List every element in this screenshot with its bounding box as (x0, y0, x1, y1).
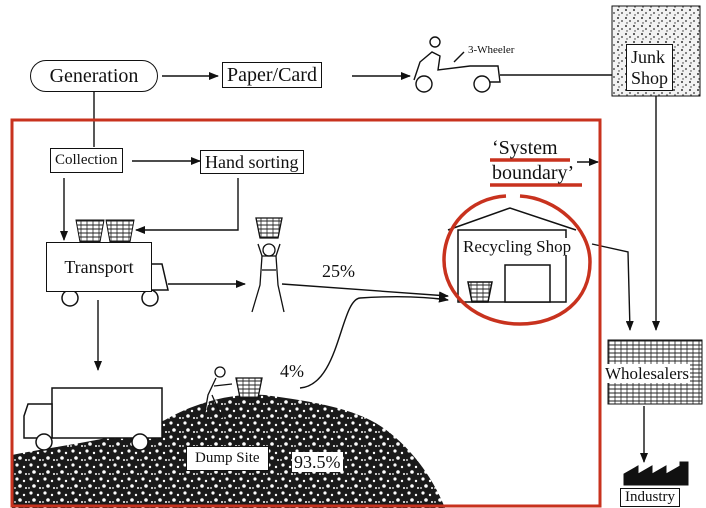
system-boundary-underlines (490, 158, 582, 187)
transport-node: Transport (46, 242, 152, 292)
system-boundary-frame (10, 118, 602, 508)
industry-label: Industry (625, 489, 675, 505)
dump-site-label: Dump Site (195, 450, 260, 466)
paper-card-node: Paper/Card (222, 62, 322, 88)
transport-truck (61, 263, 169, 307)
system-boundary-line2: boundary’ (492, 162, 575, 184)
junk-shop-node: Junk Shop (626, 44, 674, 92)
hand-sorting-label: Hand sorting (205, 152, 299, 172)
flow-pct-4: 4% (280, 361, 304, 381)
three-wheeler-vehicle (413, 36, 501, 93)
waste-picker-figure (203, 366, 263, 419)
collection-node: Collection (50, 148, 123, 173)
porter-figure (251, 217, 285, 313)
recycling-shop-label: Recycling Shop (461, 237, 574, 256)
generation-label: Generation (49, 65, 139, 87)
three-wheeler-label: 3-Wheeler (468, 44, 515, 56)
system-boundary-note: ‘System boundary’ (492, 136, 574, 186)
generation-node: Generation (30, 60, 158, 92)
flow-pct-25: 25% (322, 261, 355, 281)
collection-label: Collection (55, 152, 118, 168)
system-boundary-line1: ‘System (492, 137, 558, 159)
paper-card-label: Paper/Card (227, 64, 317, 86)
industry-node: Industry (620, 488, 680, 507)
collection-baskets (75, 219, 135, 243)
transport-label: Transport (64, 257, 134, 277)
flow-pct-dump: 93.5% (292, 452, 343, 472)
hand-sorting-node: Hand sorting (200, 150, 304, 174)
dump-truck (23, 387, 163, 451)
industry-factory (623, 461, 689, 486)
dump-site-node: Dump Site (186, 446, 269, 471)
collection-connectors (60, 157, 648, 463)
junk-shop-label-line1: Junk (631, 47, 666, 67)
recycling-shop-highlight-circle (442, 194, 592, 326)
top-row-connectors (93, 71, 623, 147)
junk-shop-label-line2: Shop (631, 67, 669, 88)
wholesalers-label: Wholesalers (604, 364, 691, 383)
